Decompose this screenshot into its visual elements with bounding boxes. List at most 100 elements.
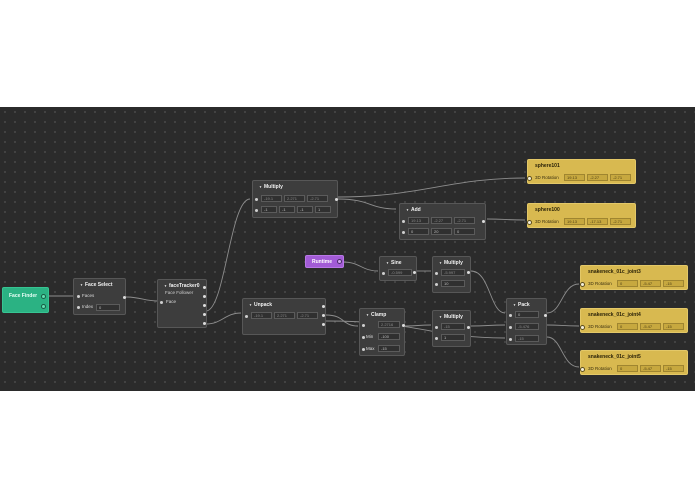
output-port[interactable] — [467, 326, 470, 329]
min-field[interactable]: -100 — [378, 333, 400, 340]
input-port[interactable] — [77, 306, 80, 309]
vector-field[interactable]: -19.1 — [261, 195, 282, 202]
output-port[interactable] — [203, 286, 206, 289]
input-port[interactable] — [160, 301, 163, 304]
rotation-y-field[interactable]: -5.47 — [640, 280, 661, 287]
snakeneck-joint5-node[interactable]: snakeneck_01c_joint5 3D Rotation 0 -5.47… — [580, 350, 688, 375]
output-port[interactable] — [322, 323, 325, 326]
input-port[interactable] — [509, 338, 512, 341]
output-port[interactable] — [467, 271, 470, 274]
sine-node[interactable]: ▼Sine -0.599 — [379, 256, 417, 281]
output-port[interactable] — [322, 314, 325, 317]
vector-field[interactable]: -1 — [279, 206, 295, 213]
input-port[interactable] — [402, 220, 405, 223]
patch-editor-canvas[interactable]: Face Finder ▼Face Select Faces Index 0 ▼… — [0, 107, 695, 391]
output-port[interactable] — [402, 324, 405, 327]
multiply-node-top[interactable]: ▼Multiply -19.1 2.271 -2.71 -1 -1 -1 1 — [252, 180, 338, 218]
rotation-x-field[interactable]: 0 — [617, 323, 638, 330]
rotation-z-field[interactable]: -2.71 — [610, 218, 631, 225]
vector-field[interactable]: 1 — [315, 206, 331, 213]
pack-node[interactable]: ▼Pack 0 -5.476 -15 — [506, 298, 547, 345]
input-port[interactable] — [527, 220, 532, 225]
snakeneck-joint3-node[interactable]: snakeneck_01c_joint3 3D Rotation 0 -5.47… — [580, 265, 688, 290]
vector-field[interactable]: -2.27 — [431, 217, 452, 224]
input-port[interactable] — [509, 326, 512, 329]
index-field[interactable]: 0 — [96, 304, 120, 311]
input-port[interactable] — [402, 231, 405, 234]
input-port[interactable] — [509, 314, 512, 317]
vector-field[interactable]: -1 — [297, 206, 313, 213]
input-port[interactable] — [362, 336, 365, 339]
output-port[interactable] — [544, 314, 547, 317]
vector-field[interactable]: 19.13 — [408, 217, 429, 224]
input-port[interactable] — [435, 326, 438, 329]
rotation-x-field[interactable]: 0 — [617, 280, 638, 287]
input-port[interactable] — [382, 272, 385, 275]
output-port[interactable] — [322, 305, 325, 308]
output-port[interactable] — [203, 322, 206, 325]
output-port[interactable] — [41, 294, 46, 299]
value-field[interactable]: 0 — [515, 311, 539, 318]
face-tracker-node[interactable]: ▼faceTracker0 Face Follower Face — [157, 279, 207, 328]
rotation-z-field[interactable]: -15 — [663, 323, 684, 330]
input-port[interactable] — [255, 198, 258, 201]
input-port[interactable] — [362, 348, 365, 351]
rotation-x-field[interactable]: 0 — [617, 365, 638, 372]
multiply-node-low[interactable]: ▼Multiply -15 1 — [432, 310, 471, 347]
value-field[interactable]: -15 — [515, 335, 539, 342]
input-port[interactable] — [77, 295, 80, 298]
vector-field[interactable]: -19.1 — [251, 312, 272, 319]
add-node[interactable]: ▼Add 19.13 -2.27 -2.71 0 20 0 — [399, 203, 486, 240]
rotation-x-field[interactable]: 19.13 — [564, 174, 585, 181]
input-port[interactable] — [255, 209, 258, 212]
vector-field[interactable]: 20 — [431, 228, 452, 235]
rotation-z-field[interactable]: -2.71 — [610, 174, 631, 181]
input-port[interactable] — [362, 324, 365, 327]
input-port[interactable] — [580, 282, 585, 287]
value-field[interactable]: -15 — [441, 323, 465, 330]
rotation-y-field[interactable]: -5.47 — [640, 365, 661, 372]
output-port[interactable] — [123, 296, 126, 299]
max-field[interactable]: -15 — [378, 345, 400, 352]
rotation-x-field[interactable]: 19.13 — [564, 218, 585, 225]
input-port[interactable] — [435, 283, 438, 286]
rotation-z-field[interactable]: -15 — [663, 365, 684, 372]
input-port[interactable] — [435, 337, 438, 340]
value-field[interactable]: 1 — [441, 334, 465, 341]
vector-field[interactable]: -2.71 — [307, 195, 328, 202]
vector-field[interactable]: 0 — [408, 228, 429, 235]
rotation-y-field[interactable]: -17.13 — [587, 218, 608, 225]
face-finder-node[interactable]: Face Finder — [2, 287, 49, 313]
output-port[interactable] — [482, 220, 485, 223]
output-port[interactable] — [413, 271, 416, 274]
sphere100-node[interactable]: sphere100 3D Rotation 19.13 -17.13 -2.71 — [527, 203, 636, 228]
value-field[interactable]: 2.2716 — [378, 321, 400, 328]
snakeneck-joint4-node[interactable]: snakeneck_01c_joint4 3D Rotation 0 -5.47… — [580, 308, 688, 333]
vector-field[interactable]: -1 — [261, 206, 277, 213]
rotation-y-field[interactable]: -2.27 — [587, 174, 608, 181]
value-field[interactable]: -5.476 — [515, 323, 539, 330]
vector-field[interactable]: 2.271 — [284, 195, 305, 202]
vector-field[interactable]: 2.271 — [274, 312, 295, 319]
vector-field[interactable]: 0 — [454, 228, 475, 235]
rotation-z-field[interactable]: -15 — [663, 280, 684, 287]
vector-field[interactable]: -2.71 — [454, 217, 475, 224]
output-port[interactable] — [203, 304, 206, 307]
output-port[interactable] — [41, 304, 46, 309]
clamp-node[interactable]: ▼Clamp 2.2716 Min -100 Max -15 — [359, 308, 405, 356]
value-field[interactable]: 10 — [441, 280, 465, 287]
multiply-node-mid[interactable]: ▼Multiply -5.997 10 — [432, 256, 471, 293]
input-port[interactable] — [245, 315, 248, 318]
runtime-node[interactable]: Runtime — [305, 255, 344, 268]
output-port[interactable] — [337, 259, 342, 264]
input-port[interactable] — [435, 272, 438, 275]
value-field[interactable]: -0.599 — [388, 269, 412, 276]
value-field[interactable]: -5.997 — [441, 269, 465, 276]
input-port[interactable] — [580, 325, 585, 330]
output-port[interactable] — [335, 198, 338, 201]
sphere101-node[interactable]: sphere101 3D Rotation 19.13 -2.27 -2.71 — [527, 159, 636, 184]
output-port[interactable] — [203, 313, 206, 316]
output-port[interactable] — [203, 295, 206, 298]
vector-field[interactable]: -2.71 — [297, 312, 318, 319]
face-select-node[interactable]: ▼Face Select Faces Index 0 — [73, 278, 126, 315]
